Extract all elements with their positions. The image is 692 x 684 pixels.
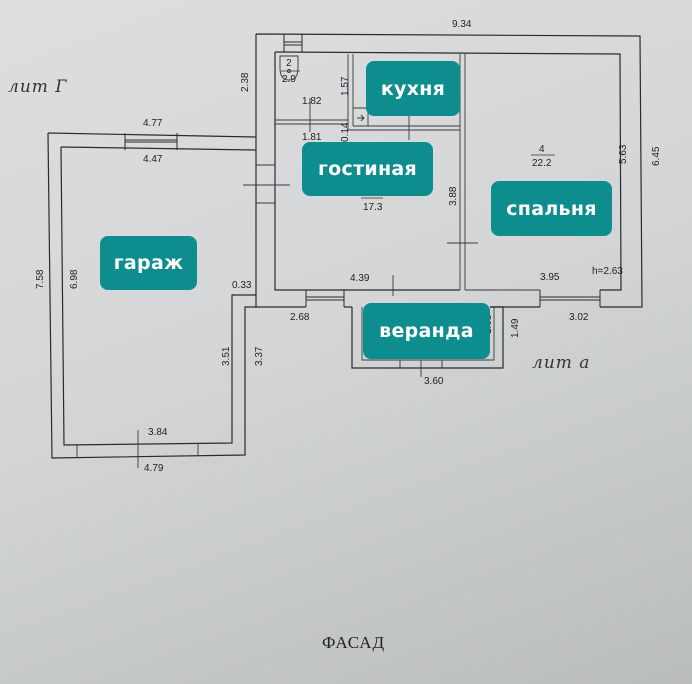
dim-corridor-width: 1.81 — [302, 132, 322, 143]
room-label-kitchen: кухня — [366, 61, 460, 116]
dim-garage-inner-bottom: 3.84 — [148, 427, 168, 438]
living-area: 17.3 — [363, 202, 383, 213]
dim-living-height: 3.88 — [448, 186, 459, 206]
dim-garage-inner-right: 3.51 — [221, 346, 232, 366]
room-label-living: гостиная — [302, 142, 433, 196]
dim-ceiling-height: h=2.63 — [592, 266, 623, 277]
dim-bath-height: 1.57 — [340, 76, 351, 96]
room-label-veranda: веранда — [363, 303, 490, 359]
dim-partition: 0.14 — [340, 122, 351, 142]
dim-front-right: 3.02 — [569, 312, 589, 323]
dim-garage-outer-height: 7.58 — [35, 269, 46, 289]
bedroom-number: 4 — [539, 144, 545, 155]
dim-garage-inner-top: 4.47 — [143, 154, 163, 165]
bathroom-number: 2 — [286, 58, 292, 69]
dim-veranda-width: 3.60 — [424, 376, 444, 387]
dim-bedroom-height: 5.63 — [618, 144, 629, 164]
dim-garage-outer-right: 3.37 — [254, 346, 265, 366]
dim-overall-height: 6.45 — [651, 146, 662, 166]
dim-overall-width: 9.34 — [452, 19, 472, 30]
dim-garage-step: 0.33 — [232, 280, 252, 291]
dim-garage-outer-top: 4.77 — [143, 118, 163, 129]
dim-bedroom-width: 3.95 — [540, 272, 560, 283]
dim-living-width: 4.39 — [350, 273, 370, 284]
dim-garage-inner-height: 6.98 — [69, 269, 80, 289]
bedroom-area: 22.2 — [532, 158, 552, 169]
lit-a-label: лит а — [532, 353, 590, 373]
facade-label: ФАСАД — [322, 633, 385, 652]
veranda-walls — [351, 306, 504, 377]
dim-bath-width: 1.82 — [302, 96, 322, 107]
dim-garage-outer-bottom: 4.79 — [144, 463, 164, 474]
dim-left-wing-height: 2.38 — [240, 72, 251, 92]
garage-walls — [47, 132, 257, 468]
dim-front-left: 2.68 — [290, 312, 310, 323]
lit-g-label: лит Г — [8, 77, 68, 97]
bathroom-area: 2.9 — [282, 74, 296, 85]
room-label-bedroom: спальня — [491, 181, 612, 236]
dim-veranda-depth: 1.49 — [510, 318, 521, 338]
room-label-garage: гараж — [100, 236, 197, 290]
